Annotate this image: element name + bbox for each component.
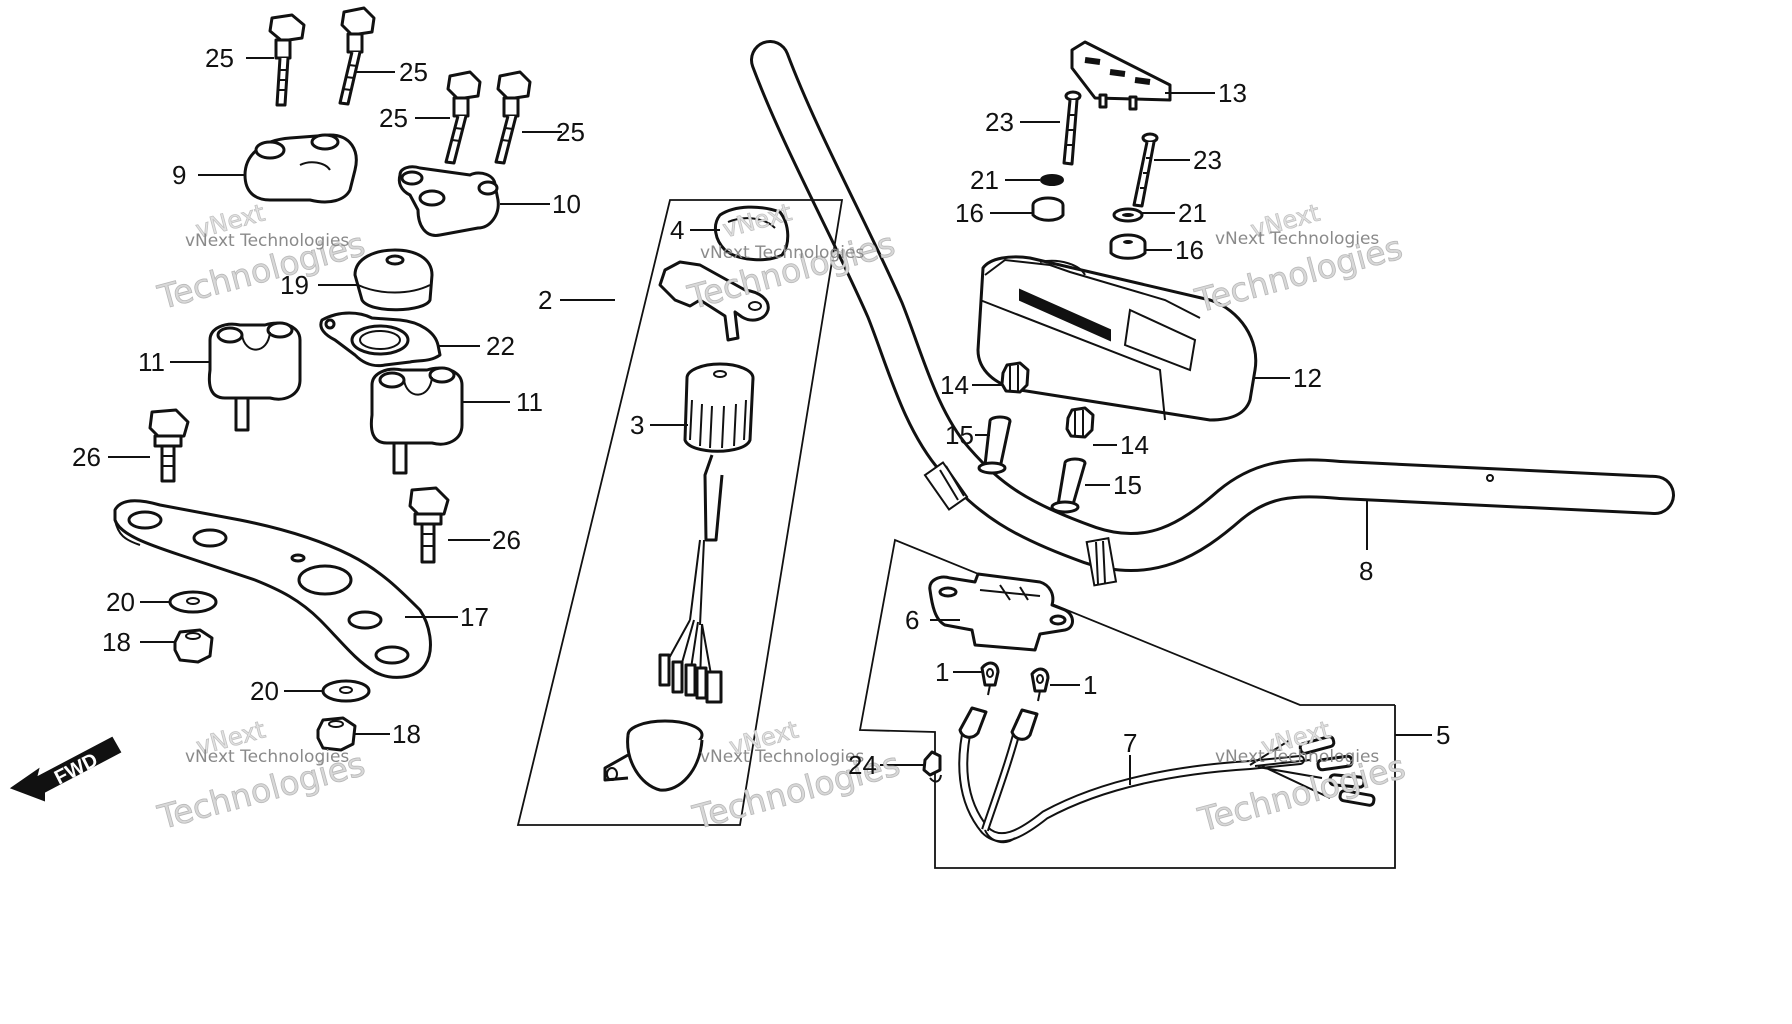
watermark-6: vNext Technologies vNext Technologies bbox=[1193, 715, 1410, 840]
grommet-part-16-a bbox=[1031, 196, 1065, 222]
wiring-group-frame bbox=[858, 538, 1396, 869]
washer-part-20-a bbox=[168, 590, 218, 614]
nut-part-19 bbox=[353, 248, 434, 312]
callout-26: 26 bbox=[72, 442, 101, 472]
callout-labels: 25 25 25 25 9 10 19 22 11 11 26 26 17 20… bbox=[72, 43, 1450, 780]
grommet-part-16-b bbox=[1109, 233, 1147, 260]
watermark-1: vNext Technologies vNext Technologies bbox=[153, 198, 370, 317]
callout-1: 1 bbox=[1083, 670, 1097, 700]
switch-case-part bbox=[603, 719, 704, 792]
callout-4: 4 bbox=[670, 215, 684, 245]
handlebar-part-8 bbox=[750, 40, 1675, 587]
fwd-arrow-icon: FWD bbox=[9, 736, 122, 802]
terminal-part-1-a bbox=[980, 661, 1000, 696]
top-bridge-part-17 bbox=[113, 499, 432, 679]
switch-body-part-3 bbox=[658, 362, 755, 704]
bolt-part-26-a bbox=[148, 408, 190, 483]
nut-part-18-a bbox=[173, 628, 214, 664]
bolt-part-26-b bbox=[408, 486, 450, 564]
callout-8: 8 bbox=[1359, 556, 1373, 586]
bolt-part-25-b bbox=[338, 6, 376, 106]
callout-18: 18 bbox=[102, 627, 131, 657]
cover-part-4 bbox=[713, 205, 790, 262]
callout-12: 12 bbox=[1293, 363, 1322, 393]
callout-9: 9 bbox=[172, 160, 186, 190]
svg-text:vNext Technologies: vNext Technologies bbox=[700, 747, 864, 767]
callout-22: 22 bbox=[486, 331, 515, 361]
callout-23: 23 bbox=[1193, 145, 1222, 175]
sleeve-part-15-a bbox=[977, 415, 1012, 475]
lower-holder-part-11-a bbox=[207, 321, 302, 432]
relay-part-6 bbox=[928, 572, 1074, 652]
plate-part-22 bbox=[319, 311, 442, 368]
callout-10: 10 bbox=[552, 189, 581, 219]
terminal-part-1-b bbox=[1030, 667, 1050, 702]
screw-part-23-b bbox=[1132, 132, 1159, 208]
callout-26: 26 bbox=[492, 525, 521, 555]
meter-cover-part-13 bbox=[1070, 40, 1172, 111]
harness-part-7 bbox=[958, 706, 1376, 844]
washer-part-20-b bbox=[321, 679, 371, 703]
callout-7: 7 bbox=[1123, 728, 1137, 758]
callout-20: 20 bbox=[106, 587, 135, 617]
callout-21: 21 bbox=[1178, 198, 1207, 228]
svg-text:vNext Technologies: vNext Technologies bbox=[1215, 747, 1379, 767]
sleeve-part-15-b bbox=[1050, 457, 1087, 514]
callout-25: 25 bbox=[399, 57, 428, 87]
callout-13: 13 bbox=[1218, 78, 1247, 108]
upper-holder-part-10 bbox=[397, 165, 500, 237]
callout-25: 25 bbox=[205, 43, 234, 73]
callout-3: 3 bbox=[630, 410, 644, 440]
ignition-group-frame bbox=[516, 199, 844, 826]
upper-holder-part-9 bbox=[243, 133, 358, 204]
callout-20: 20 bbox=[250, 676, 279, 706]
callout-17: 17 bbox=[460, 602, 489, 632]
leader-lines bbox=[108, 57, 1432, 785]
callout-25: 25 bbox=[556, 117, 585, 147]
washer-part-21-b bbox=[1112, 207, 1144, 223]
callout-25: 25 bbox=[379, 103, 408, 133]
bolt-part-25-c bbox=[444, 70, 482, 165]
callout-11: 11 bbox=[516, 387, 543, 417]
nut-part-18-b bbox=[316, 716, 357, 752]
callout-24: 24 bbox=[848, 750, 877, 780]
key-icon bbox=[658, 260, 770, 342]
callout-19: 19 bbox=[280, 270, 309, 300]
callout-5: 5 bbox=[1436, 720, 1450, 750]
callout-14: 14 bbox=[940, 370, 969, 400]
callout-6: 6 bbox=[905, 605, 919, 635]
nut-part-14-a bbox=[1000, 361, 1030, 394]
washer-part-21-a bbox=[1040, 174, 1064, 186]
callout-15: 15 bbox=[1113, 470, 1142, 500]
lower-holder-part-11-b bbox=[369, 366, 464, 475]
fwd-label: FWD bbox=[51, 749, 102, 789]
meter-part-12 bbox=[976, 255, 1258, 422]
nut-part-14-b bbox=[1065, 406, 1095, 439]
bolt-part-25-d bbox=[494, 70, 532, 165]
svg-text:vNext Technologies: vNext Technologies bbox=[185, 747, 349, 767]
svg-text:vNext Technologies: vNext Technologies bbox=[700, 243, 864, 263]
svg-text:vNext Technologies: vNext Technologies bbox=[185, 231, 349, 251]
callout-2: 2 bbox=[538, 285, 552, 315]
bolt-part-25-a bbox=[268, 13, 306, 107]
screw-part-23-a bbox=[1062, 90, 1082, 166]
callout-11: 11 bbox=[138, 347, 165, 377]
callout-23: 23 bbox=[985, 107, 1014, 137]
callout-1: 1 bbox=[935, 657, 949, 687]
callout-16: 16 bbox=[1175, 235, 1204, 265]
callout-18: 18 bbox=[392, 719, 421, 749]
svg-text:vNext Technologies: vNext Technologies bbox=[1215, 229, 1379, 249]
callout-15: 15 bbox=[945, 420, 974, 450]
callout-14: 14 bbox=[1120, 430, 1149, 460]
clip-part-24 bbox=[922, 750, 942, 783]
callout-21: 21 bbox=[970, 165, 999, 195]
watermark-3: vNext Technologies vNext Technologies bbox=[1190, 198, 1407, 321]
callout-16: 16 bbox=[955, 198, 984, 228]
